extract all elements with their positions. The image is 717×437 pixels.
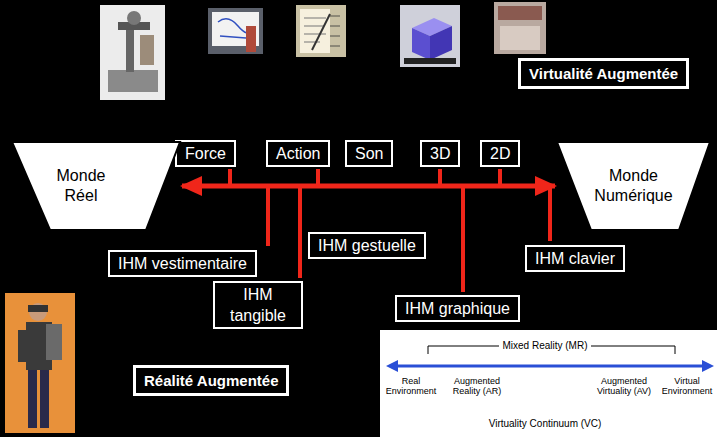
mode-box: Réalité Augmentée <box>133 365 289 396</box>
notebook-page <box>300 9 330 53</box>
axis-arrow <box>182 184 555 189</box>
person-arm <box>18 330 26 362</box>
node-text: Force <box>185 143 226 164</box>
world-trapezoid: Monde Numérique <box>555 140 712 232</box>
modality-box: Force <box>175 140 236 167</box>
photo-ground <box>5 293 75 433</box>
node-text: Monde Réel <box>41 166 121 206</box>
3d-photo <box>400 5 460 67</box>
node-text: Virtualité Augmentée <box>529 63 678 84</box>
node-text: IHM gestuelle <box>318 235 416 256</box>
node-text: 3D <box>430 143 450 164</box>
modality-box: 3D <box>420 140 460 167</box>
axis-tick <box>298 185 302 278</box>
axis-tick <box>498 169 502 185</box>
cube-side <box>430 26 452 60</box>
node-text: IHM vestimentaire <box>118 253 247 274</box>
continuum-label: Virtual Environment <box>659 377 715 397</box>
force-photo <box>100 5 165 100</box>
continuum-inset <box>380 330 717 437</box>
pen <box>312 14 330 50</box>
axis-tick <box>438 169 442 185</box>
photo-overlay <box>498 6 542 20</box>
augmented-reality-photo <box>5 293 75 433</box>
photo-ground <box>100 5 165 100</box>
continuum-label: Augmented Virtuality (AV) <box>590 377 658 397</box>
robot-joint <box>127 11 141 25</box>
photo-ground <box>208 8 263 54</box>
person-head <box>29 303 47 321</box>
modality-box: Son <box>345 140 393 167</box>
modality-box: Action <box>266 140 330 167</box>
trapezoid-outline <box>10 140 182 232</box>
cube-side <box>412 28 430 60</box>
trapezoid-outline <box>555 140 712 232</box>
interface-box: IHM clavier <box>525 245 625 272</box>
continuum-label: Mixed Reality (MR) <box>499 340 590 351</box>
node-text: Son <box>355 143 383 164</box>
node-text: IHM graphique <box>405 298 510 319</box>
photo-ground <box>296 5 346 57</box>
node-text: IHM tangible <box>223 284 293 326</box>
node-text: Action <box>276 143 320 164</box>
robot-base <box>108 70 158 92</box>
node-text: Réalité Augmentée <box>144 370 278 391</box>
continuum-label: Virtuality Continuum (VC) <box>470 418 620 429</box>
world-trapezoid: Monde Réel <box>10 140 182 232</box>
mode-box: Virtualité Augmentée <box>518 58 689 89</box>
interface-box: IHM tangible <box>213 281 303 329</box>
photo-detail <box>500 26 540 50</box>
axis-tick <box>548 185 552 241</box>
node-text: Monde Numérique <box>594 166 674 206</box>
person-leg <box>28 370 37 428</box>
2d-photo <box>494 2 546 54</box>
inset-ground <box>380 330 717 437</box>
photo-ground <box>400 5 460 67</box>
headset <box>28 305 48 312</box>
callout-ticks <box>330 16 340 46</box>
continuum-line <box>396 365 704 368</box>
axis-tick <box>316 169 320 185</box>
axis-tick <box>461 185 465 292</box>
robot-hand <box>140 35 154 65</box>
interface-box: IHM graphique <box>395 295 520 322</box>
node-text: IHM clavier <box>535 248 615 269</box>
interface-box: IHM vestimentaire <box>108 250 257 277</box>
cube-base <box>404 58 456 64</box>
photo-ground <box>494 2 546 54</box>
trapezoid-shape <box>557 142 710 230</box>
axis-tick <box>228 169 232 185</box>
continuum-label: Real Environment <box>383 377 439 397</box>
continuum-arrowhead <box>386 360 398 372</box>
trapezoid-shape <box>12 142 180 230</box>
sketch-stroke <box>220 36 246 38</box>
node-text: 2D <box>490 143 510 164</box>
axis-tick <box>266 185 270 246</box>
person-arm <box>246 26 256 52</box>
action-photo <box>208 8 263 54</box>
person-leg <box>40 370 49 428</box>
son-photo <box>296 5 346 57</box>
robot-arm <box>126 30 134 72</box>
backpack <box>46 324 62 360</box>
modality-box: 2D <box>480 140 520 167</box>
interface-box: IHM gestuelle <box>308 232 426 259</box>
continuum-arrowhead <box>702 360 714 372</box>
continuum-label: Augmented Reality (AR) <box>442 377 512 397</box>
